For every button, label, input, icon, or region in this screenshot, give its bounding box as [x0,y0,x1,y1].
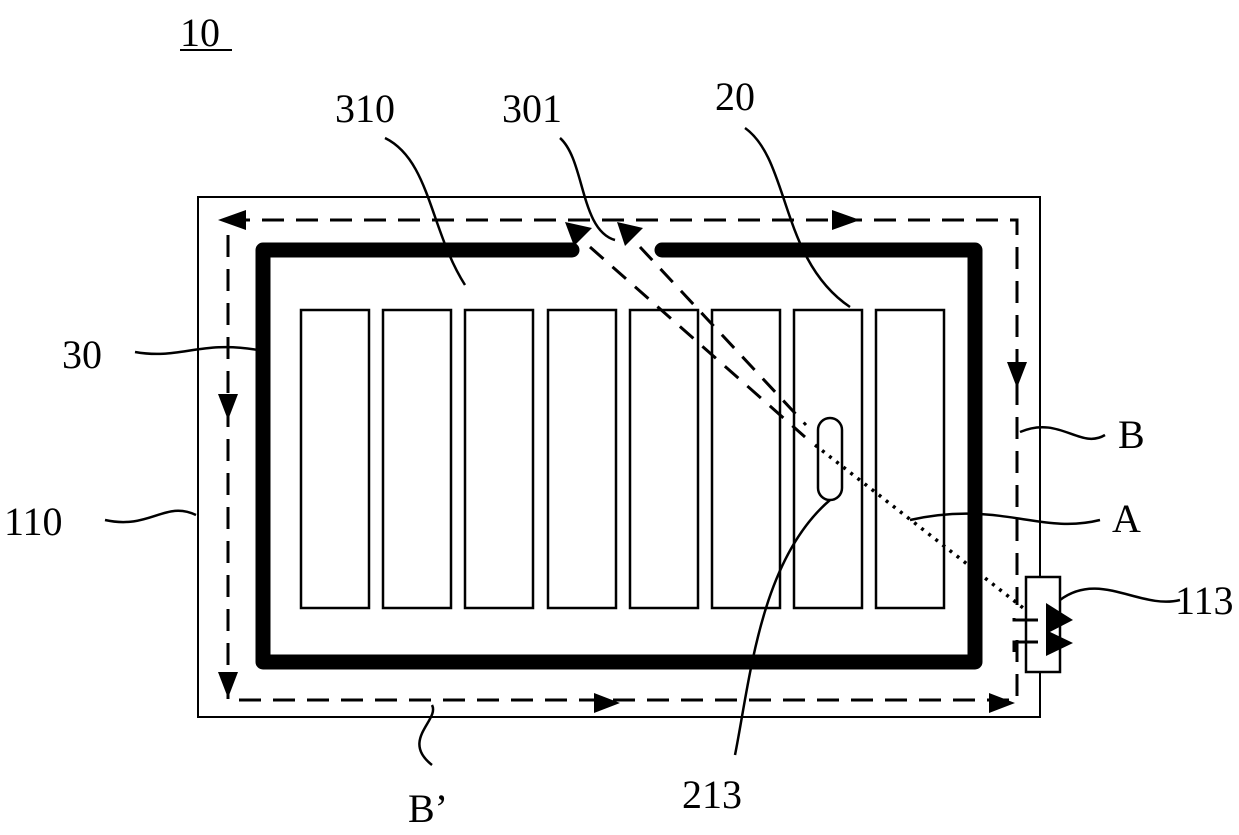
cell [381,308,453,610]
flow-arrows [218,210,1027,713]
arrow-down-icon [218,394,238,420]
connector [1012,575,1073,674]
arrow-right-icon [594,693,620,713]
label-310: 310 [335,86,395,131]
cell [463,308,535,610]
label-b: B [1118,412,1145,457]
label-b-prime: B’ [408,786,448,831]
cell [792,308,864,610]
dashed-current-path [226,218,1019,702]
label-a: A [1112,496,1141,541]
label-20: 20 [715,74,755,119]
arrow-diagonal-icon [617,222,643,246]
dotted-path-a [813,443,1047,627]
cell [628,308,700,610]
figure-number: 10 [180,10,220,55]
label-301: 301 [502,86,562,131]
label-113: 113 [1175,578,1234,623]
leader-lines [104,126,1181,766]
slot-dashed-lines [589,245,808,439]
diode-triangle-icon [1046,603,1073,634]
cell [299,308,371,610]
arrow-right-icon [989,693,1015,713]
arrow-down-icon [1007,362,1027,388]
cell [710,308,782,610]
thick-frame [255,242,983,670]
cell [546,308,618,610]
label-110: 110 [4,499,63,544]
arrow-right-icon [832,210,860,230]
outer-housing [197,196,1041,718]
arrow-down-icon [218,672,238,698]
arrow-diagonal-icon [565,222,592,246]
sensor-oval [816,416,844,502]
cell-array [299,308,946,610]
cell [874,308,946,610]
label-213: 213 [682,772,742,817]
diode-triangle-icon [1046,630,1073,656]
arrow-left-icon [218,210,246,230]
label-30: 30 [62,332,102,377]
